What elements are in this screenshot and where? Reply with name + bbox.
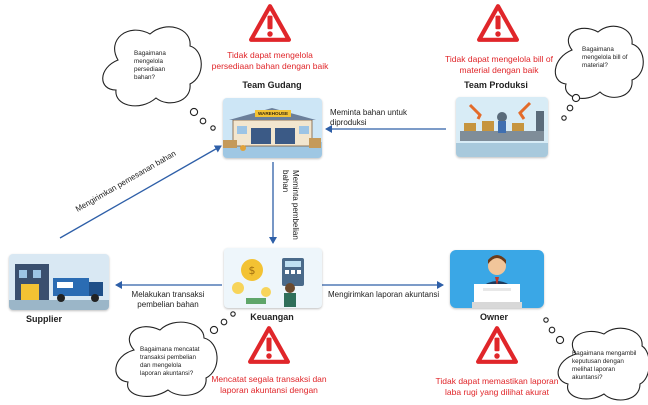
owner-illustration — [450, 250, 544, 308]
thought-bubble-gudang — [102, 26, 216, 131]
thought-bubble-produksi — [554, 25, 644, 121]
warning-icon-gudang — [251, 6, 289, 40]
edge-label-produksi-gudang: Meminta bahan untuk diproduksi — [330, 108, 407, 127]
svg-text:$: $ — [249, 264, 256, 277]
warning-icon-owner — [478, 328, 516, 362]
factory-illustration — [456, 97, 548, 157]
node-title-supplier: Supplier — [26, 314, 63, 324]
finance-illustration: $ — [224, 248, 322, 308]
node-title-gudang: Team Gudang — [242, 80, 302, 90]
warning-icon-keuangan — [250, 328, 288, 362]
thought-bubble-keuangan — [115, 311, 236, 397]
node-title-owner: Owner — [479, 312, 508, 322]
arrow-supplier-to-gudang — [59, 145, 222, 239]
node-title-produksi: Team Produksi — [464, 80, 528, 90]
node-title-keuangan: Keuangan — [250, 312, 294, 322]
warning-icon-produksi — [479, 6, 517, 40]
warehouse-sign: WAREHOUSE — [257, 111, 289, 116]
supplier-illustration — [9, 254, 109, 310]
edge-label-keuangan-owner: Mengirimkan laporan akuntansi — [328, 290, 440, 299]
warehouse-illustration: WAREHOUSE — [223, 98, 322, 158]
thought-bubble-owner — [543, 317, 648, 401]
